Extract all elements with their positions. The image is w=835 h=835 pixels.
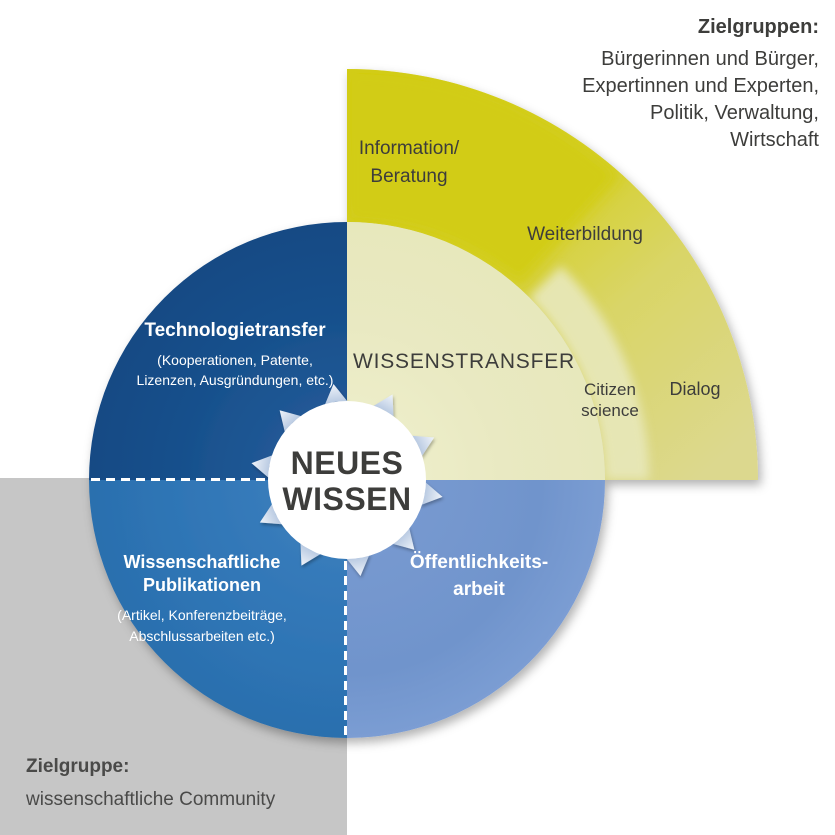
target-group-item: Expertinnen und Experten, — [582, 75, 819, 97]
label-information-beratung: Information/ Beratung — [359, 135, 459, 191]
target-group-item: Wirtschaft — [730, 129, 819, 151]
publikationen-details: (Artikel, Konferenzbeiträge, Abschlussar… — [117, 605, 287, 647]
label-dialog: Dialog — [669, 379, 721, 399]
technologietransfer-title: Technologietransfer — [144, 320, 326, 341]
neues-wissen-label: NEUES WISSEN — [282, 445, 411, 517]
label-line: Beratung — [370, 166, 448, 187]
label-citizen-science: Citizen science — [581, 379, 639, 421]
publikationen-title: Wissenschaftliche Publikationen — [117, 551, 287, 597]
target-groups-header: Zielgruppen: — [697, 16, 819, 38]
title-line: Öffentlichkeits- — [409, 552, 549, 573]
detail-line: (Kooperationen, Patente, — [157, 352, 313, 368]
detail-line: Abschlussarbeiten etc.) — [129, 628, 275, 644]
target-group-bottom-value: wissenschaftliche Community — [26, 789, 276, 810]
detail-line: Lizenzen, Ausgründungen, etc.) — [136, 372, 334, 388]
target-group-item: Politik, Verwaltung, — [650, 102, 819, 124]
central-hub — [249, 382, 445, 578]
publikationen-block: Wissenschaftliche Publikationen (Artikel… — [117, 551, 287, 647]
hub-line: WISSEN — [282, 481, 412, 517]
oeffentlichkeitsarbeit-title: Öffentlichkeits- arbeit — [410, 549, 548, 603]
wissenstransfer-fan — [347, 69, 758, 480]
target-group-bottom: Zielgruppe: wissenschaftliche Community — [26, 754, 275, 813]
title-line: Wissenschaftliche — [123, 552, 281, 572]
quadrant-publikationen — [89, 480, 347, 738]
label-weiterbildung: Weiterbildung — [527, 224, 643, 245]
technologietransfer-details: (Kooperationen, Patente, Lizenzen, Ausgr… — [137, 350, 334, 390]
information-beratung-segment — [347, 69, 622, 288]
label-line: Citizen — [584, 380, 636, 399]
hub-line: NEUES — [290, 445, 404, 481]
target-group-bottom-header: Zielgruppe: — [26, 756, 130, 777]
neues-wissen-circle — [268, 401, 426, 559]
quadrant-wissenstransfer — [347, 222, 605, 480]
oeffentlichkeitsarbeit-block: Öffentlichkeits- arbeit — [410, 549, 548, 603]
title-line: arbeit — [453, 579, 505, 600]
label-line: Information/ — [358, 138, 460, 159]
technologietransfer-block: Technologietransfer (Kooperationen, Pate… — [137, 319, 334, 390]
detail-line: (Artikel, Konferenzbeiträge, — [117, 607, 287, 623]
citizen-science-band — [529, 266, 650, 480]
label-wissenstransfer: WISSENSTRANSFER — [352, 350, 576, 373]
target-groups-top: Zielgruppen: Bürgerinnen und Bürger, Exp… — [582, 13, 819, 154]
title-line: Publikationen — [142, 575, 262, 595]
label-line: science — [581, 401, 639, 420]
target-group-item: Bürgerinnen und Bürger, — [601, 48, 819, 70]
